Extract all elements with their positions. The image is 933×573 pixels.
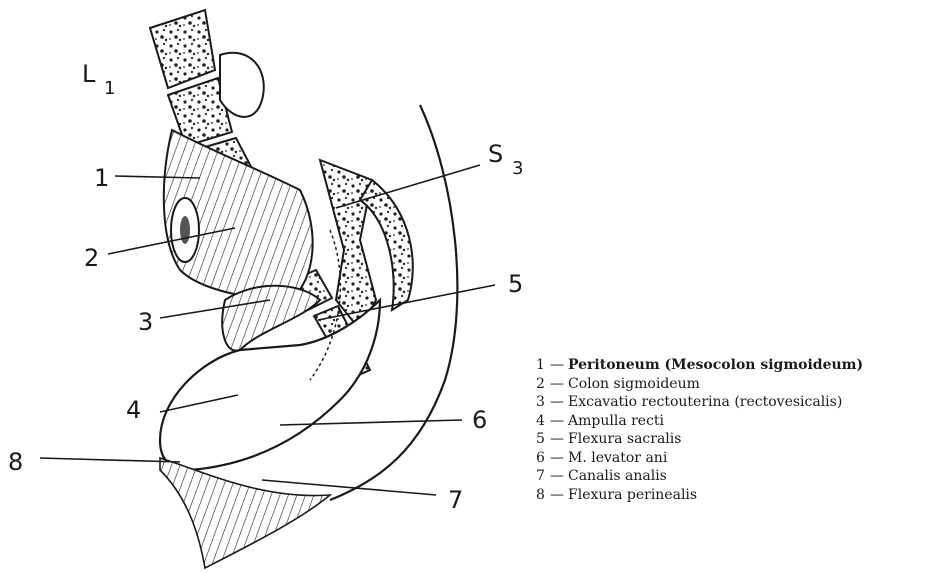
- legend-num: 1: [536, 356, 546, 375]
- excavatio: [222, 286, 320, 351]
- legend-num: 5: [536, 430, 546, 449]
- anal-canal: [160, 458, 330, 568]
- label-5: 5: [508, 270, 523, 298]
- legend-text: Flexura sacralis: [568, 431, 681, 447]
- label-1: 1: [94, 164, 109, 192]
- legend-text: Peritoneum (Mesocolon sigmoideum): [568, 357, 863, 373]
- label-6: 6: [472, 406, 487, 434]
- label-l1-sub: 1: [104, 78, 115, 99]
- legend-text: M. levator ani: [568, 450, 667, 466]
- legend-text: Colon sigmoideum: [568, 376, 700, 392]
- legend-item-5: 5—Flexura sacralis: [536, 430, 863, 449]
- label-7: 7: [448, 486, 463, 514]
- legend-num: 7: [536, 467, 546, 486]
- legend-item-3: 3—Excavatio rectouterina (rectovesicalis…: [536, 393, 863, 412]
- legend-num: 3: [536, 393, 546, 412]
- legend-item-8: 8—Flexura perinealis: [536, 486, 863, 505]
- legend-text: Ampulla recti: [568, 413, 664, 429]
- legend-item-4: 4—Ampulla recti: [536, 412, 863, 431]
- label-8: 8: [8, 448, 23, 476]
- legend-item-1: 1—Peritoneum (Mesocolon sigmoideum): [536, 356, 863, 375]
- legend-num: 6: [536, 449, 546, 468]
- legend-text: Flexura perinealis: [568, 487, 697, 503]
- label-l1: L: [82, 60, 96, 88]
- legend-item-2: 2—Colon sigmoideum: [536, 375, 863, 394]
- sigmoid-core: [180, 216, 190, 244]
- legend: 1—Peritoneum (Mesocolon sigmoideum) 2—Co…: [536, 356, 863, 504]
- label-3: 3: [138, 308, 153, 336]
- legend-item-7: 7—Canalis analis: [536, 467, 863, 486]
- legend-num: 4: [536, 412, 546, 431]
- legend-text: Canalis analis: [568, 468, 667, 484]
- label-s3-sub: 3: [512, 158, 523, 179]
- label-4: 4: [126, 396, 141, 424]
- legend-item-6: 6—M. levator ani: [536, 449, 863, 468]
- disc: [220, 53, 264, 117]
- legend-text: Excavatio rectouterina (rectovesicalis): [568, 394, 842, 410]
- label-2: 2: [84, 244, 99, 272]
- label-s3: S: [488, 140, 503, 168]
- legend-num: 2: [536, 375, 546, 394]
- legend-num: 8: [536, 486, 546, 505]
